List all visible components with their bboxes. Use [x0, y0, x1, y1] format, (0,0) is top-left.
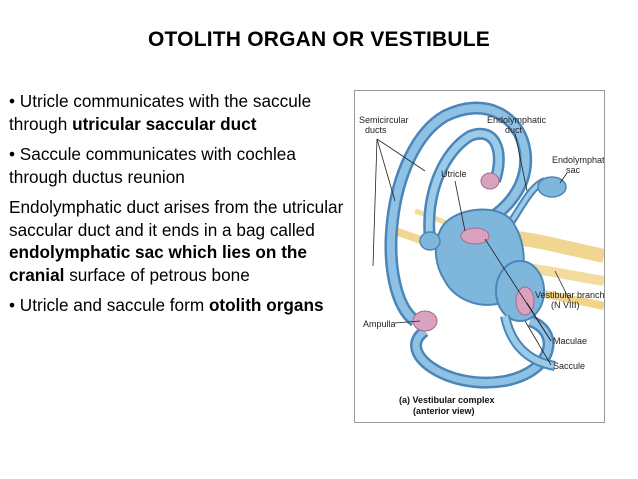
- bullet-list: • Utricle communicates with the saccule …: [9, 90, 354, 325]
- body-text: Endolymphatic duct arises from the utric…: [9, 197, 344, 240]
- semicircular-ducts: [384, 101, 555, 389]
- figure-caption-sub: (anterior view): [413, 406, 475, 416]
- bullet-item: Endolymphatic duct arises from the utric…: [9, 196, 354, 286]
- label-vestibular-branch-2: (N VIII): [551, 300, 580, 310]
- label-ampulla: Ampulla: [363, 319, 396, 329]
- label-endolymphatic-duct: Endolymphatic: [487, 115, 547, 125]
- body-text: Utricle and saccule form: [19, 295, 209, 315]
- body-text: Utricle communicates with the saccule th…: [9, 91, 312, 134]
- vestibular-complex-figure: Semicircular ducts Endolymphatic duct En…: [354, 90, 605, 423]
- bold-text: otolith organs: [208, 295, 324, 315]
- label-endolymphatic-duct-2: duct: [505, 125, 523, 135]
- label-endolymphatic-sac: Endolymphatic: [552, 155, 604, 165]
- utricle-saccule-body: [412, 172, 545, 332]
- label-endolymphatic-sac-2: sac: [566, 165, 581, 175]
- bullet-item: • Saccule communicates with cochlea thro…: [9, 143, 354, 188]
- slide-title: OTOLITH ORGAN OR VESTIBULE: [148, 28, 490, 51]
- figure-caption: (a) Vestibular complex: [399, 395, 495, 405]
- label-maculae: Maculae: [553, 336, 587, 346]
- bullet-marker: •: [9, 91, 20, 111]
- bold-text: utricular saccular duct: [72, 113, 257, 134]
- label-semicircular-ducts: Semicircular: [359, 115, 409, 125]
- body-text: Saccule communicates with cochlea throug…: [9, 144, 296, 187]
- bullet-marker: •: [9, 295, 20, 315]
- body-text: surface of petrous bone: [64, 264, 250, 285]
- leader-lines: [372, 132, 571, 366]
- label-saccule: Saccule: [553, 361, 585, 371]
- label-utricle: Utricle: [441, 169, 467, 179]
- bullet-item: • Utricle and saccule form otolith organ…: [9, 294, 354, 317]
- bullet-marker: •: [9, 144, 20, 164]
- bold-text: endolymphatic sac which lies on the cran…: [9, 242, 307, 285]
- bullet-item: • Utricle communicates with the saccule …: [9, 90, 354, 135]
- label-semicircular-ducts-2: ducts: [365, 125, 387, 135]
- label-vestibular-branch: Vestibular branch: [535, 290, 604, 300]
- vestibule-illustration: Semicircular ducts Endolymphatic duct En…: [359, 101, 604, 416]
